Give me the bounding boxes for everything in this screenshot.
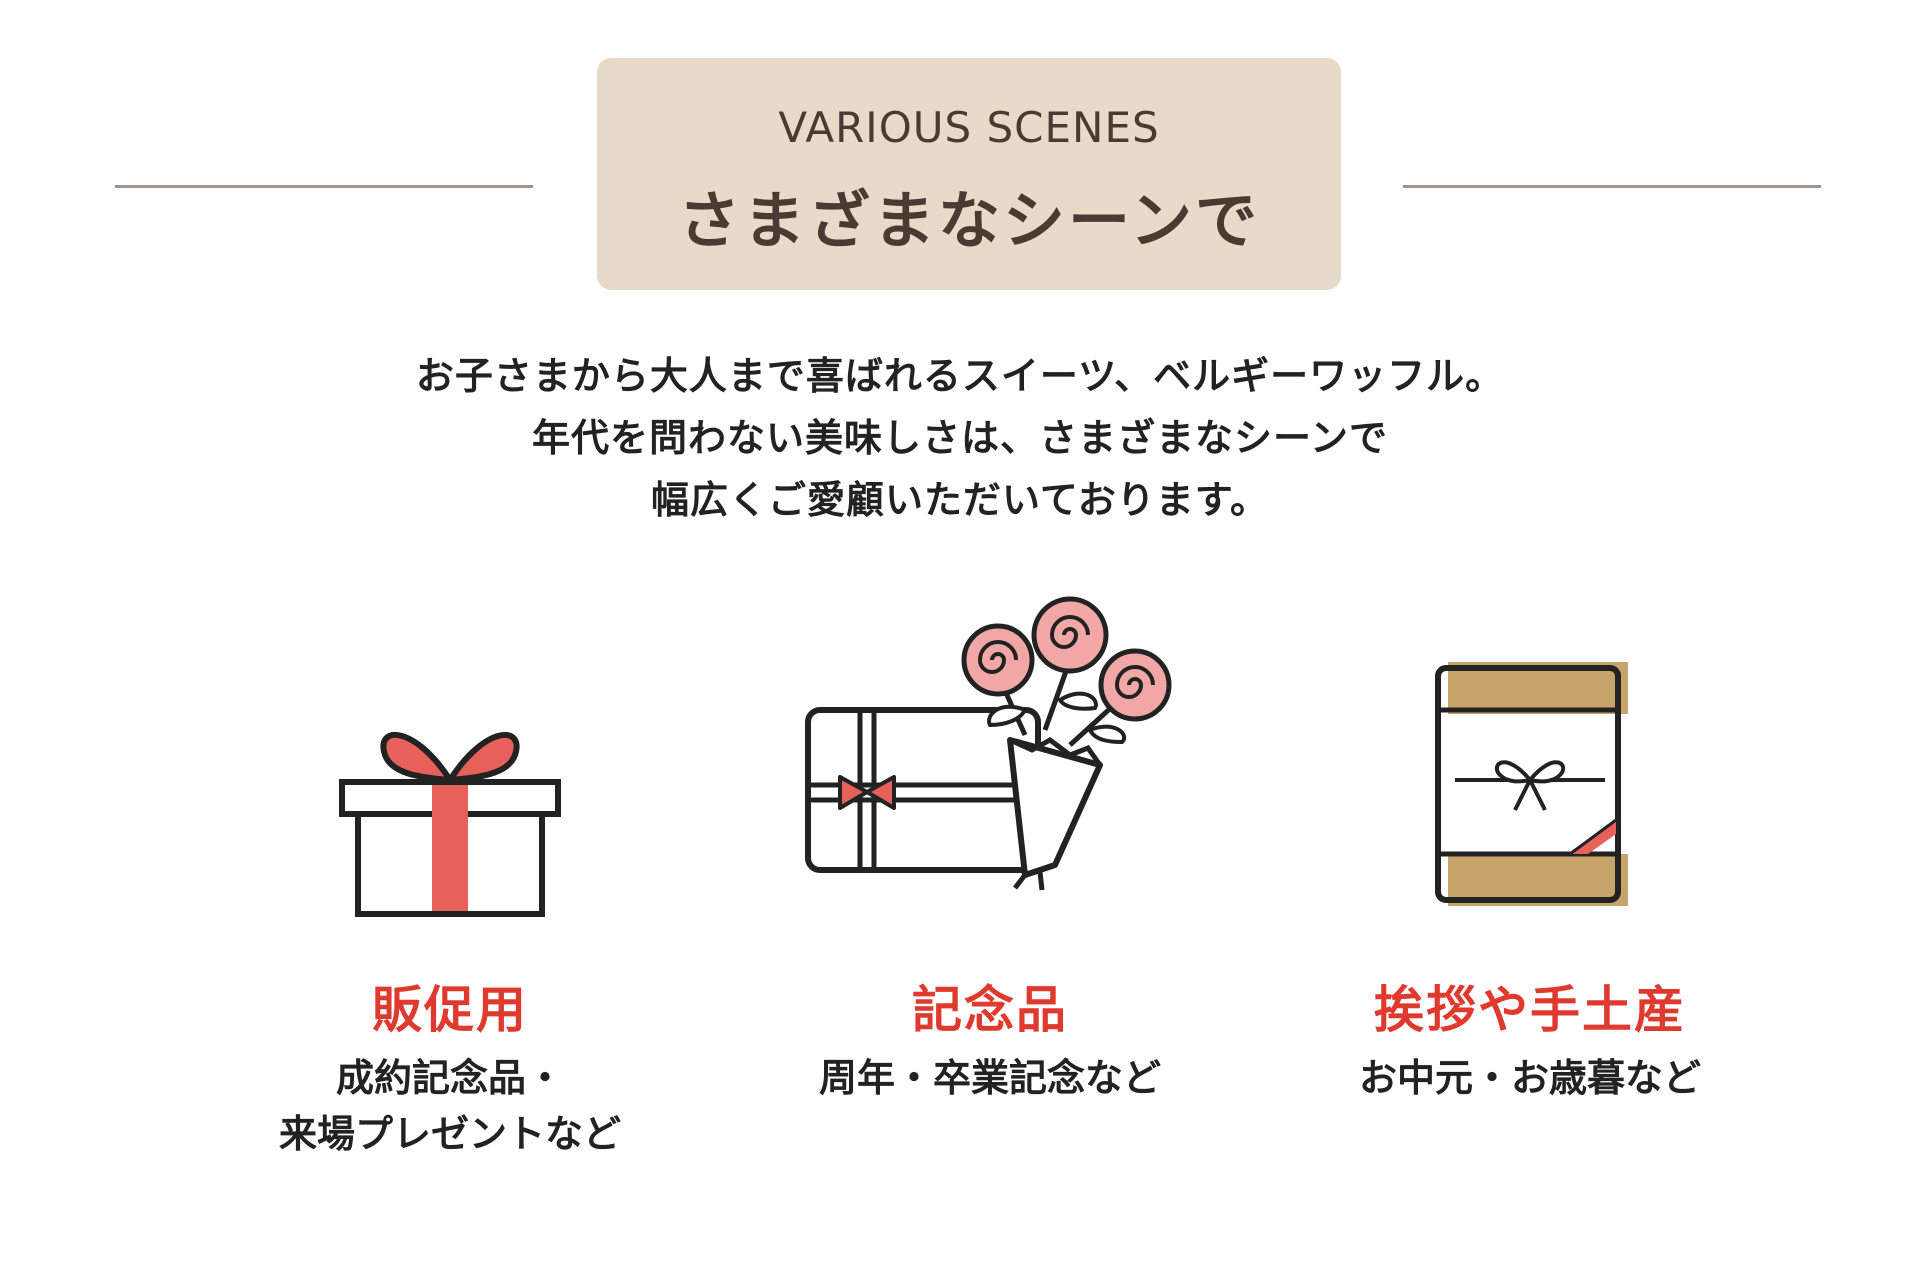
section-title-en: VARIOUS SCENES: [778, 103, 1160, 152]
noshi-gift-box-icon: [1435, 662, 1628, 906]
intro-line: 年代を問わない美味しさは、さまざまなシーンで: [531, 416, 1389, 460]
divider-left: [115, 185, 533, 188]
scene-greetings: 挨拶や手土産 お中元・お歳暮など: [1320, 600, 1740, 1160]
intro-line: お子さまから大人まで喜ばれるスイーツ、ベルギーワッフル。: [415, 354, 1505, 398]
section-title-ja: さまざまなシーンで: [678, 184, 1260, 257]
scene-title: 販促用: [372, 981, 528, 1039]
scene-commemoration: 記念品 周年・卒業記念など: [780, 596, 1200, 1160]
scene-desc-line: 成約記念品・: [335, 1056, 564, 1100]
gift-box-icon: [339, 731, 561, 917]
scene-title: 記念品: [912, 981, 1068, 1039]
scene-desc: 成約記念品・ 来場プレゼントなど: [230, 1050, 670, 1162]
divider-right: [1403, 185, 1821, 188]
bouquet-gift-icon: [805, 596, 1172, 891]
scene-title: 挨拶や手土産: [1374, 981, 1686, 1039]
scene-desc: 周年・卒業記念など: [780, 1050, 1200, 1106]
intro-text: お子さまから大人まで喜ばれるスイーツ、ベルギーワッフル。 年代を問わない美味しさ…: [200, 345, 1720, 531]
intro-line: 幅広くご愛顧いただいております。: [651, 478, 1269, 522]
scene-desc-line: お中元・お歳暮など: [1358, 1056, 1701, 1100]
scene-promotion: 販促用 成約記念品・ 来場プレゼントなど: [230, 600, 670, 1160]
scene-desc: お中元・お歳暮など: [1320, 1050, 1740, 1106]
scene-desc-line: 周年・卒業記念など: [818, 1056, 1161, 1100]
scene-desc-line: 来場プレゼントなど: [278, 1112, 621, 1156]
section-title-box: VARIOUS SCENES さまざまなシーンで: [597, 58, 1341, 290]
